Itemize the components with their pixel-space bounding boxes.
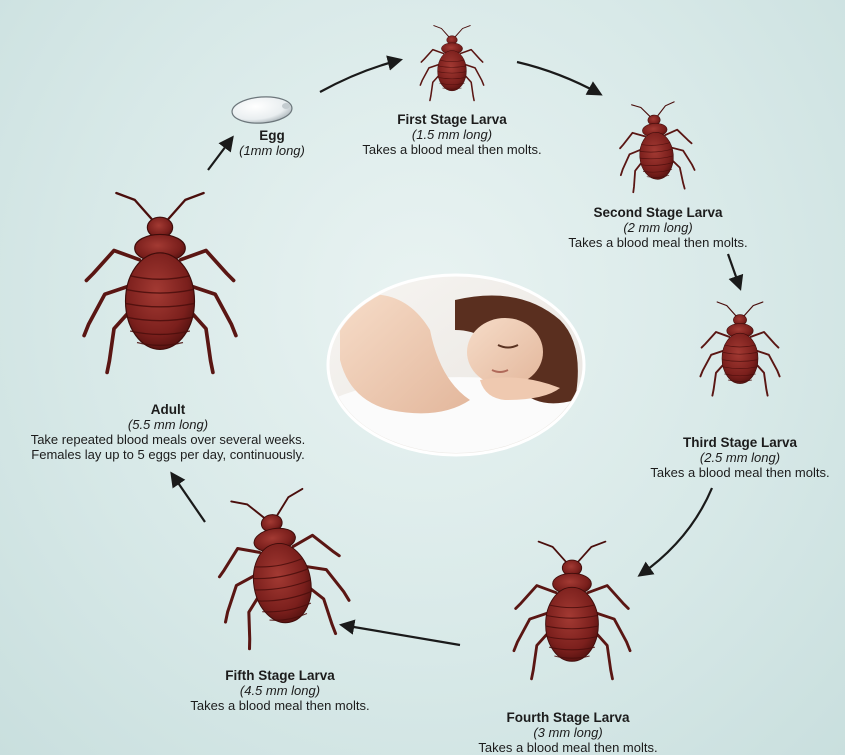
second-stage-larva-bug [616, 101, 696, 193]
egg-title: Egg [239, 128, 305, 143]
third-stage-larva-bug [700, 302, 779, 396]
fifth-stage-size: (4.5 mm long) [190, 683, 369, 698]
adult-bug [84, 193, 236, 372]
third-stage-size: (2.5 mm long) [650, 450, 829, 465]
arrow-fourth-to-fifth [342, 625, 460, 645]
arrow-third-to-fourth [640, 488, 712, 575]
first-stage-desc: Takes a blood meal then molts. [362, 142, 541, 157]
third-stage-label: Third Stage Larva (2.5 mm long) Takes a … [650, 435, 829, 480]
fourth-stage-desc: Takes a blood meal then molts. [478, 740, 657, 755]
fifth-stage-title: Fifth Stage Larva [190, 668, 369, 683]
first-stage-title: First Stage Larva [362, 112, 541, 127]
arrow-second-to-third [728, 254, 740, 288]
egg-label: Egg (1mm long) [239, 128, 305, 158]
fourth-stage-larva-bug [514, 542, 630, 679]
arrow-egg-to-first [320, 60, 400, 92]
fourth-stage-size: (3 mm long) [478, 725, 657, 740]
adult-desc: Take repeated blood meals over several w… [31, 432, 306, 447]
fourth-stage-label: Fourth Stage Larva (3 mm long) Takes a b… [478, 710, 657, 755]
first-stage-larva-bug [420, 26, 483, 101]
adult-size: (5.5 mm long) [31, 417, 306, 432]
fifth-stage-desc: Takes a blood meal then molts. [190, 698, 369, 713]
third-stage-desc: Takes a blood meal then molts. [650, 465, 829, 480]
arrow-adult-to-egg [208, 138, 232, 170]
arrow-fifth-to-adult [172, 474, 205, 522]
second-stage-desc: Takes a blood meal then molts. [568, 235, 747, 250]
third-stage-title: Third Stage Larva [650, 435, 829, 450]
egg-size: (1mm long) [239, 143, 305, 158]
egg-shape [231, 95, 293, 125]
fourth-stage-title: Fourth Stage Larva [478, 710, 657, 725]
second-stage-title: Second Stage Larva [568, 205, 747, 220]
adult-label: Adult (5.5 mm long) Take repeated blood … [31, 402, 306, 462]
first-stage-label: First Stage Larva (1.5 mm long) Takes a … [362, 112, 541, 157]
adult-desc2: Females lay up to 5 eggs per day, contin… [31, 447, 306, 462]
first-stage-size: (1.5 mm long) [362, 127, 541, 142]
fifth-stage-larva-bug [205, 484, 354, 652]
adult-title: Adult [31, 402, 306, 417]
second-stage-size: (2 mm long) [568, 220, 747, 235]
second-stage-label: Second Stage Larva (2 mm long) Takes a b… [568, 205, 747, 250]
fifth-stage-label: Fifth Stage Larva (4.5 mm long) Takes a … [190, 668, 369, 713]
arrow-first-to-second [517, 62, 600, 94]
sleeping-woman-photo [328, 275, 590, 460]
